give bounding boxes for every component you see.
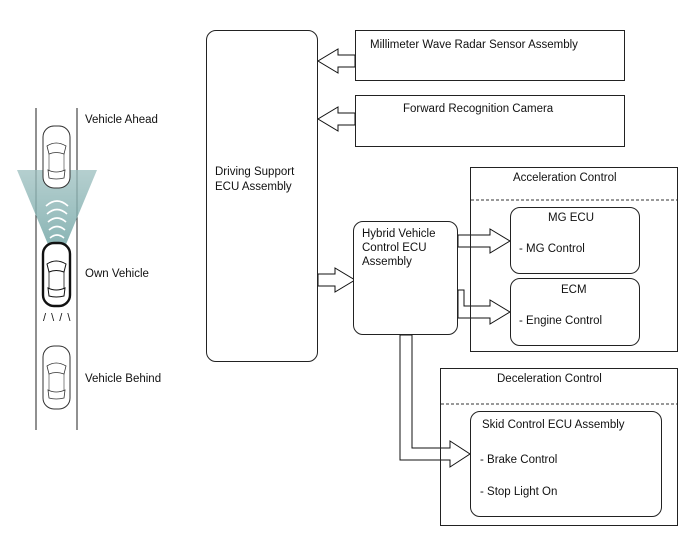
skid-control-item-brake: - Brake Control bbox=[480, 454, 558, 466]
driving-support-ecu-line2: ECU Assembly bbox=[215, 181, 292, 193]
acceleration-control-title: Acceleration Control bbox=[513, 172, 617, 184]
arrow-hybrid-to-ecm bbox=[457, 289, 511, 325]
vehicle-ahead-label: Vehicle Ahead bbox=[85, 114, 158, 126]
radar-sensor-label: Millimeter Wave Radar Sensor Assembly bbox=[370, 39, 578, 51]
motion-marks: / \ / \ bbox=[43, 312, 72, 324]
arrow-ecu-to-hybrid bbox=[317, 267, 356, 293]
ecm-box: ECM - Engine Control bbox=[510, 278, 640, 346]
driving-support-ecu-box: Driving Support ECU Assembly bbox=[206, 30, 318, 362]
vehicle-behind-label: Vehicle Behind bbox=[85, 373, 162, 385]
mg-ecu-box: MG ECU - MG Control bbox=[510, 207, 640, 274]
acceleration-control-group: Acceleration Control bbox=[470, 167, 678, 352]
arrow-hybrid-to-mg bbox=[457, 228, 511, 254]
hybrid-ecu-box: Hybrid Vehicle Control ECU Assembly bbox=[353, 221, 458, 335]
mg-ecu-title: MG ECU bbox=[548, 212, 594, 224]
skid-control-item-stop-light: - Stop Light On bbox=[480, 486, 558, 498]
forward-camera-label: Forward Recognition Camera bbox=[403, 103, 554, 115]
ecm-title: ECM bbox=[561, 284, 587, 296]
hybrid-ecu-line2: Control ECU bbox=[362, 242, 427, 254]
skid-control-ecu-box: Skid Control ECU Assembly - Brake Contro… bbox=[470, 411, 662, 517]
hybrid-ecu-line3: Assembly bbox=[362, 256, 412, 268]
arrow-radar-to-ecu bbox=[317, 48, 356, 74]
deceleration-control-title: Deceleration Control bbox=[497, 373, 602, 385]
driving-support-ecu-line1: Driving Support bbox=[215, 166, 295, 178]
deceleration-control-group: Deceleration Control bbox=[440, 368, 678, 526]
radar-sensor-box: Millimeter Wave Radar Sensor Assembly bbox=[355, 30, 625, 81]
arrow-camera-to-ecu bbox=[317, 106, 356, 132]
arrow-hybrid-to-skid bbox=[399, 334, 471, 468]
own-vehicle-label: Own Vehicle bbox=[85, 268, 149, 280]
vehicle-ahead-icon bbox=[42, 125, 71, 189]
hybrid-ecu-line1: Hybrid Vehicle bbox=[362, 228, 436, 240]
vehicle-behind-icon bbox=[42, 345, 71, 410]
ecm-item: - Engine Control bbox=[519, 315, 603, 327]
mg-ecu-item: - MG Control bbox=[519, 243, 585, 255]
forward-camera-box: Forward Recognition Camera bbox=[355, 95, 625, 147]
own-vehicle-icon bbox=[41, 241, 72, 308]
skid-control-ecu-title: Skid Control ECU Assembly bbox=[482, 419, 625, 431]
